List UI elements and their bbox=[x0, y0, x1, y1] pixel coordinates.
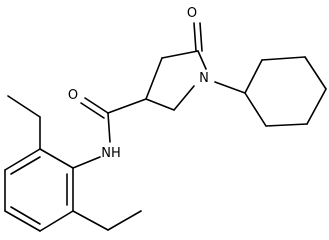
bond-c5-n1 bbox=[197, 50, 207, 70]
amide-group bbox=[72, 97, 147, 169]
bond-c3-c4 bbox=[145, 57, 163, 100]
bond-ethyl-bottom-1 bbox=[72, 210, 109, 231]
bond-cy-2 bbox=[261, 56, 306, 61]
bond-ethyl-top-2 bbox=[7, 95, 41, 118]
atom-oxygen-amide: O bbox=[68, 88, 78, 103]
atom-oxygen-ring-carbonyl: O bbox=[187, 6, 197, 21]
bond-amide-c-n bbox=[107, 112, 111, 143]
pyrrolidinone-ring bbox=[145, 50, 207, 111]
bond-cy-5 bbox=[265, 123, 308, 127]
bond-cy-4 bbox=[306, 88, 327, 125]
bond-ar-inner-1 bbox=[10, 156, 41, 175]
bond-n1-c2 bbox=[173, 85, 195, 111]
bond-cy-1 bbox=[244, 59, 263, 94]
ethyl-top bbox=[7, 95, 41, 150]
bond-ar-4 bbox=[4, 210, 41, 232]
bond-c4-c5 bbox=[161, 50, 199, 59]
bond-amide-c-o-b bbox=[80, 102, 105, 119]
bond-cy-3 bbox=[304, 56, 327, 90]
bond-amide-c-o-a bbox=[84, 97, 109, 114]
bond-ar-1 bbox=[39, 148, 74, 169]
bond-ar-2 bbox=[4, 148, 41, 171]
bond-c5-o-a bbox=[193, 22, 197, 52]
atom-nitrogen-amide: NH bbox=[101, 146, 121, 161]
ethyl-bottom bbox=[72, 210, 142, 231]
bond-ar-5 bbox=[39, 210, 74, 232]
ring-carbonyl-double-bond bbox=[193, 22, 203, 52]
benzene-ring bbox=[4, 148, 74, 232]
bond-n1-cyclohexyl bbox=[214, 81, 246, 94]
bond-c5-o-b bbox=[199, 22, 203, 52]
atom-nitrogen-ring: N bbox=[199, 71, 209, 86]
bond-cy-6 bbox=[244, 92, 267, 127]
cyclohexane-ring bbox=[244, 56, 327, 127]
bond-ar-inner-2 bbox=[10, 206, 41, 225]
bond-c2-c3 bbox=[145, 98, 175, 111]
bond-ethyl-bottom-2 bbox=[107, 210, 142, 231]
bond-amide-n-aryl bbox=[72, 156, 101, 169]
bond-c3-amide-c bbox=[107, 98, 147, 114]
